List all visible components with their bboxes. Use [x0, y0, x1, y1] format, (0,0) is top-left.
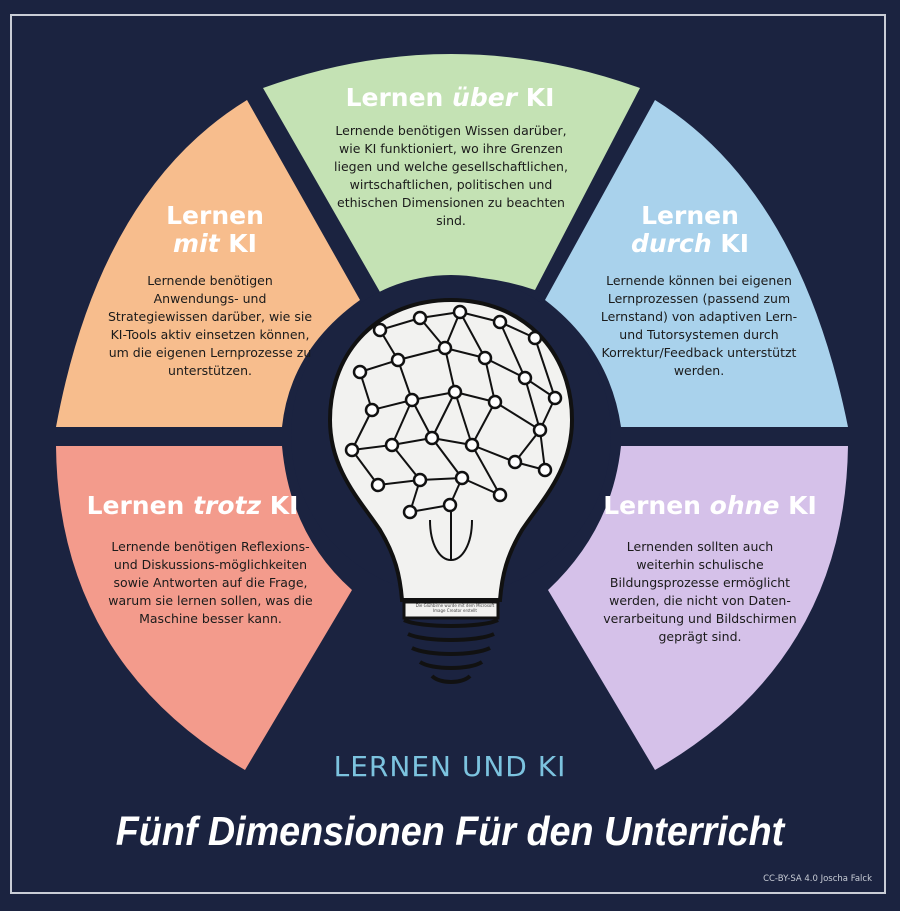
license-credit: CC-BY-SA 4.0 Joscha Falck: [763, 874, 872, 884]
network-node: [464, 437, 480, 453]
network-node: [412, 310, 428, 326]
segment-trotz: [56, 446, 352, 770]
network-link: [499, 321, 526, 379]
title-ohne: Lernen ohne KI: [603, 491, 817, 520]
network-link: [459, 311, 486, 359]
network-node: [372, 322, 388, 338]
network-link: [471, 444, 516, 463]
text-ohne: Lernenden sollten auch weiterhin schulis…: [603, 539, 797, 644]
segment-ueber: [263, 54, 640, 292]
network-node: [437, 340, 453, 356]
network-node: [364, 402, 380, 418]
network-node: [517, 370, 533, 386]
network-node: [402, 504, 418, 520]
title-trotz: Lernen trotz KI: [86, 491, 299, 520]
network-node: [507, 454, 523, 470]
network-node: [412, 472, 428, 488]
network-node: [547, 390, 563, 406]
network-node: [532, 422, 548, 438]
main-title: Fünf Dimensionen Für den Unterricht: [115, 808, 785, 854]
border-frame: [10, 14, 886, 894]
network-link: [484, 357, 526, 379]
title-ueber: Lernen über KI: [345, 83, 555, 112]
segment-mit: [56, 100, 360, 427]
network-node: [442, 497, 458, 513]
network-node: [404, 392, 420, 408]
network-node: [447, 384, 463, 400]
text-durch: Lernende können bei eigenen Lernprozesse…: [600, 273, 798, 378]
network-node: [384, 437, 400, 453]
bulb-caption: Die Glühbirne wurde mit dem Microsoft Im…: [415, 603, 495, 613]
lightbulb-network-icon: [327, 297, 575, 684]
network-link: [351, 449, 379, 486]
network-link: [431, 391, 456, 439]
text-mit: Lernende benötigen Anwendungs- und Strat…: [107, 273, 313, 378]
network-node: [352, 364, 368, 380]
network-link: [397, 347, 446, 361]
text-ueber: Lernende benötigen Wissen darüber, wie K…: [334, 123, 568, 228]
network-node: [527, 330, 543, 346]
network-link: [391, 444, 421, 481]
network-node: [492, 314, 508, 330]
network-node: [344, 442, 360, 458]
network-link: [534, 337, 556, 399]
network-node: [390, 352, 406, 368]
network-link: [471, 444, 501, 496]
network-node: [487, 394, 503, 410]
network-link: [524, 377, 541, 431]
network-node: [492, 487, 508, 503]
segment-ohne: [548, 446, 848, 770]
network-link: [494, 401, 541, 431]
network-link: [444, 347, 456, 393]
network-node: [452, 304, 468, 320]
network-link: [391, 399, 413, 446]
network-link: [411, 391, 456, 401]
network-node: [537, 462, 553, 478]
network-node: [424, 430, 440, 446]
network-node: [477, 350, 493, 366]
text-trotz: Lernende benötigen Reflexions- und Disku…: [108, 539, 313, 626]
network-link: [351, 409, 373, 451]
network-link: [484, 357, 496, 403]
network-link: [431, 437, 463, 479]
network-node: [454, 470, 470, 486]
subtitle: LERNEN UND KI: [333, 750, 567, 783]
segment-durch: [545, 100, 848, 427]
network-link: [454, 391, 473, 446]
network-node: [370, 477, 386, 493]
network-link: [471, 401, 496, 446]
